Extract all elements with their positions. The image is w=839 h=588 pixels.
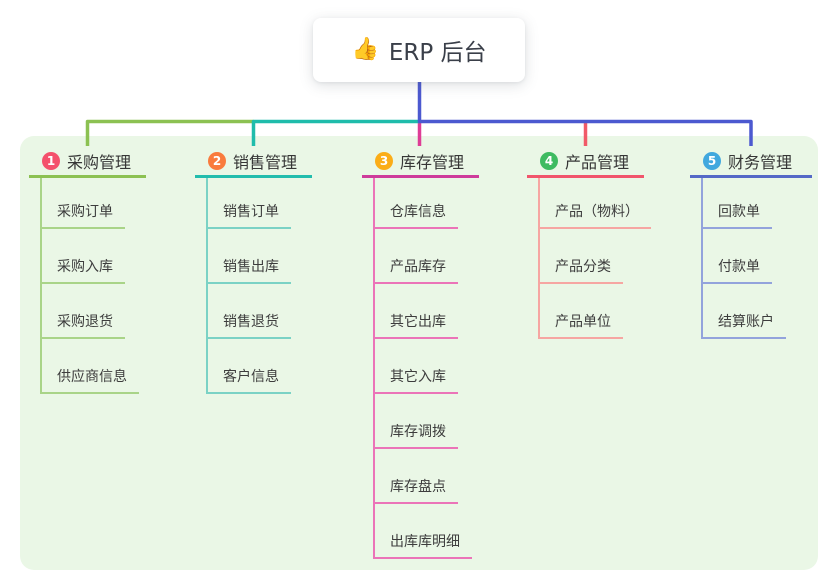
child-label: 采购订单 [57,204,113,220]
root-node-erp[interactable]: 👍 ERP 后台 [313,18,525,82]
thumbs-up-icon: 👍 [351,37,379,62]
child-label: 客户信息 [223,369,279,385]
child-node[interactable]: 付款单 [703,229,772,284]
branch-products: 4 产品管理 产品（物料） 产品分类 产品单位 [527,146,651,339]
child-label: 库存盘点 [390,479,446,495]
branch-children: 回款单 付款单 结算账户 [701,178,812,339]
child-label: 产品（物料） [555,204,639,220]
branch-label: 采购管理 [67,152,132,172]
branch-title-sales[interactable]: 2 销售管理 [195,146,312,178]
child-label: 付款单 [718,259,760,275]
branch-number-badge: 2 [208,151,226,170]
branch-number-badge: 1 [42,151,60,170]
child-node[interactable]: 仓库信息 [375,178,458,229]
child-node[interactable]: 产品单位 [540,284,623,339]
branch-label: 产品管理 [565,152,630,172]
child-node[interactable]: 客户信息 [208,339,291,394]
branch-title-products[interactable]: 4 产品管理 [527,146,644,178]
branch-children: 仓库信息 产品库存 其它出库 其它入库 库存调拨 库存盘点 出库库明细 [373,178,479,559]
child-node[interactable]: 库存盘点 [375,449,458,504]
child-node[interactable]: 其它出库 [375,284,458,339]
child-label: 供应商信息 [57,369,127,385]
child-node[interactable]: 出库库明细 [375,504,472,559]
child-label: 销售订单 [223,204,279,220]
branch-title-procurement[interactable]: 1 采购管理 [29,146,146,178]
child-node[interactable]: 其它入库 [375,339,458,394]
child-node[interactable]: 销售退货 [208,284,291,339]
child-label: 库存调拨 [390,424,446,440]
branch-sales: 2 销售管理 销售订单 销售出库 销售退货 客户信息 [195,146,312,394]
child-label: 其它入库 [390,369,446,385]
child-label: 采购退货 [57,314,113,330]
branch-label: 库存管理 [400,152,465,172]
branch-children: 采购订单 采购入库 采购退货 供应商信息 [40,178,146,394]
branch-label: 财务管理 [728,152,793,172]
child-label: 销售退货 [223,314,279,330]
branch-procurement: 1 采购管理 采购订单 采购入库 采购退货 供应商信息 [29,146,146,394]
child-node[interactable]: 供应商信息 [42,339,139,394]
child-node[interactable]: 回款单 [703,178,772,229]
child-node[interactable]: 库存调拨 [375,394,458,449]
branch-title-finance[interactable]: 5 财务管理 [690,146,812,178]
branch-label: 销售管理 [233,152,298,172]
canvas-panel [20,136,818,570]
branch-number-badge: 3 [375,151,393,170]
child-label: 销售出库 [223,259,279,275]
child-node[interactable]: 产品分类 [540,229,623,284]
child-label: 其它出库 [390,314,446,330]
branch-children: 产品（物料） 产品分类 产品单位 [538,178,651,339]
child-node[interactable]: 销售订单 [208,178,291,229]
branch-number-badge: 4 [540,151,558,170]
child-node[interactable]: 结算账户 [703,284,786,339]
child-node[interactable]: 采购退货 [42,284,125,339]
branch-inventory: 3 库存管理 仓库信息 产品库存 其它出库 其它入库 库存调拨 库存盘点 出库库… [362,146,479,559]
child-label: 产品单位 [555,314,611,330]
child-label: 回款单 [718,204,760,220]
child-label: 结算账户 [718,314,774,330]
branch-title-inventory[interactable]: 3 库存管理 [362,146,479,178]
child-label: 产品分类 [555,259,611,275]
child-label: 仓库信息 [390,204,446,220]
child-node[interactable]: 产品库存 [375,229,458,284]
branch-children: 销售订单 销售出库 销售退货 客户信息 [206,178,312,394]
child-label: 产品库存 [390,259,446,275]
child-label: 出库库明细 [390,534,460,550]
child-node[interactable]: 销售出库 [208,229,291,284]
child-node[interactable]: 产品（物料） [540,178,651,229]
child-node[interactable]: 采购订单 [42,178,125,229]
child-node[interactable]: 采购入库 [42,229,125,284]
branch-finance: 5 财务管理 回款单 付款单 结算账户 [690,146,812,339]
branch-number-badge: 5 [703,151,721,170]
root-node-label: ERP 后台 [388,40,487,66]
child-label: 采购入库 [57,259,113,275]
